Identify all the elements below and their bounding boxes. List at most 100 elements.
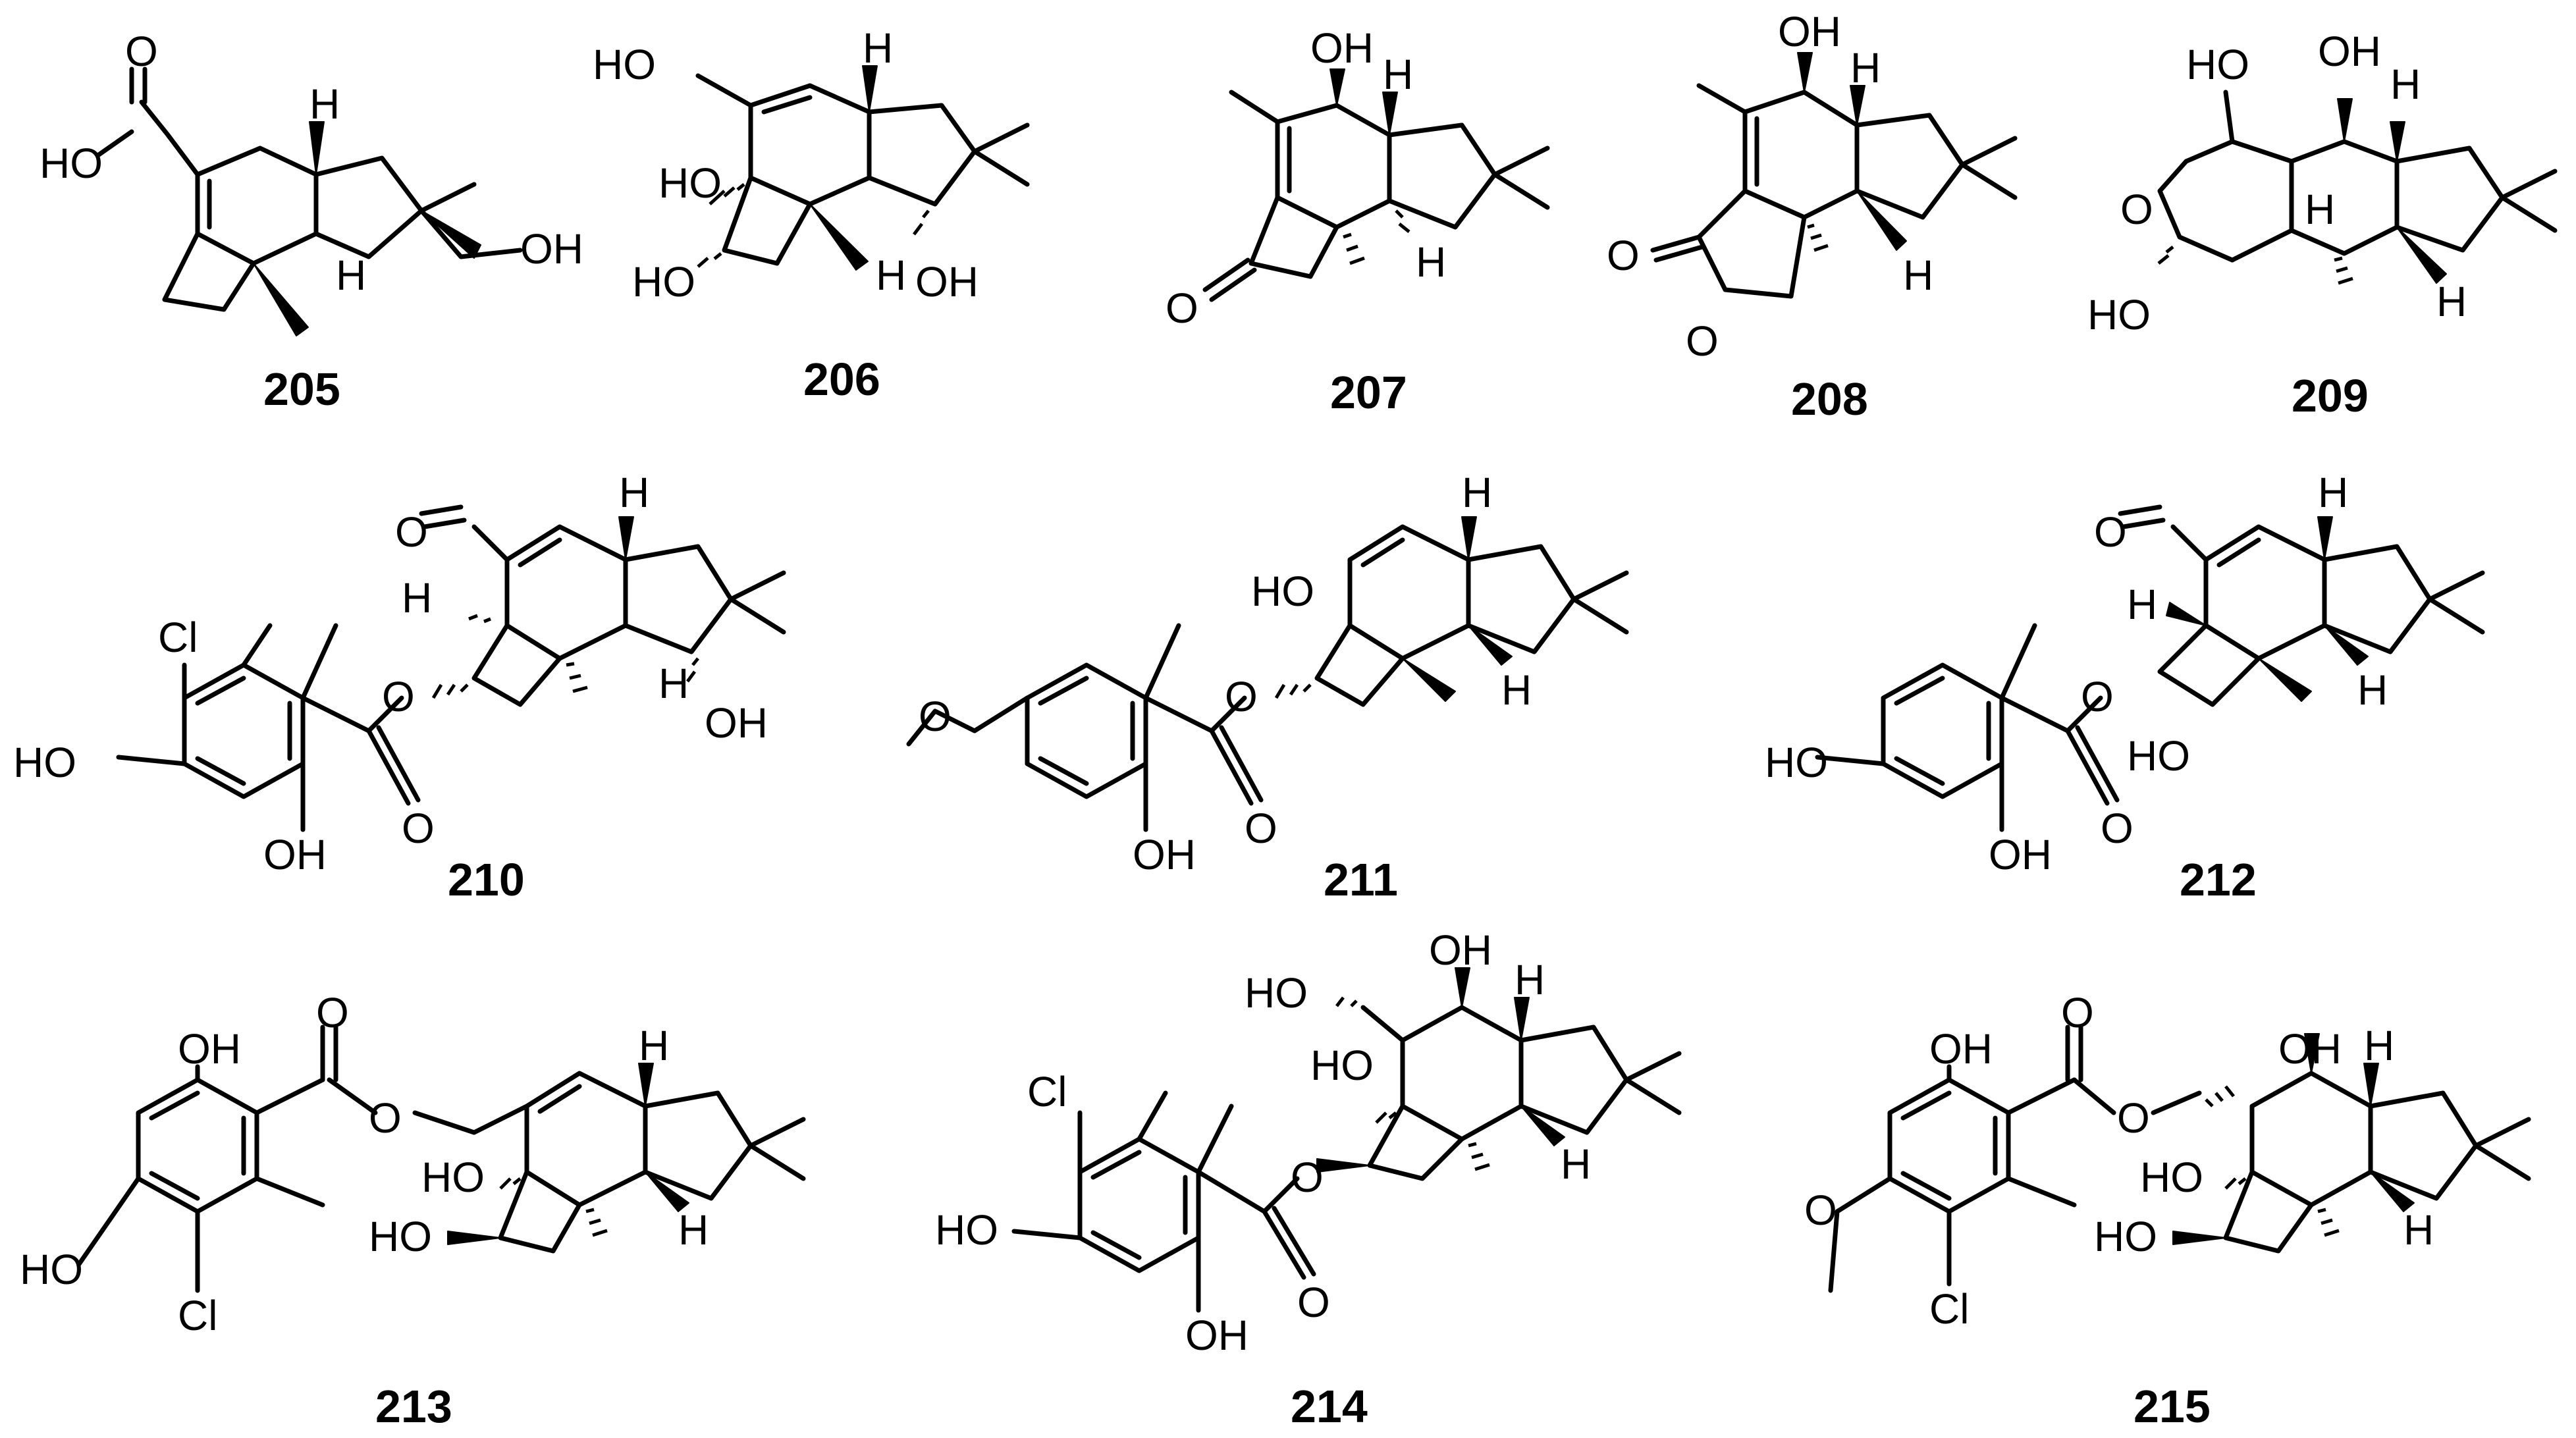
compound-210: O H H H Cl HO OH O O OH 210 <box>13 469 786 905</box>
atom-ho: HO <box>2140 1154 2203 1201</box>
atom-h: H <box>639 1022 669 1069</box>
atom-cl: Cl <box>158 614 198 661</box>
hash-bond <box>1335 996 1490 1171</box>
compound-label: 212 <box>2180 854 2257 905</box>
compound-label: 207 <box>1330 367 1407 418</box>
atom-ho: HO <box>40 140 103 187</box>
atom-h: H <box>658 660 689 707</box>
compound-211: HO H H O O O OH 211 <box>906 469 1629 905</box>
skeleton <box>76 1025 806 1293</box>
atom-oh: OH <box>520 225 583 273</box>
atom-o: O <box>2061 989 2094 1036</box>
atom-o: O <box>2120 186 2153 233</box>
wedge-bond <box>1316 1158 1370 1173</box>
atom-o: O <box>2094 508 2127 556</box>
hash-bond <box>697 183 930 268</box>
skeleton <box>906 524 1629 832</box>
wedge-bond <box>618 516 634 560</box>
atom-h: H <box>2436 278 2467 325</box>
compound-207: OH H H O 207 <box>1166 24 1550 418</box>
compound-label: 206 <box>803 354 880 405</box>
wedge-bond <box>2317 516 2333 560</box>
compound-212: O H H H HO HO O O OH 212 <box>1765 469 2485 905</box>
skeleton <box>96 67 523 312</box>
atom-oh: OH <box>1989 831 2052 878</box>
atom-ho: HO <box>2094 1213 2157 1260</box>
atom-o: O <box>1291 1154 1324 1201</box>
atom-oh: OH <box>1929 1025 1993 1073</box>
atom-h: H <box>402 574 432 622</box>
wedge-bond <box>1520 1105 1565 1146</box>
wedge-bond <box>2396 226 2447 284</box>
atom-h: H <box>2403 1206 2434 1254</box>
wedge-bond <box>1850 85 1865 126</box>
atom-o: O <box>2081 673 2114 720</box>
hash-bond <box>1343 209 1410 265</box>
compound-label: 215 <box>2133 1381 2211 1432</box>
skeleton <box>1202 90 1550 302</box>
atom-oh: OH <box>1310 24 1374 72</box>
wedge-bond <box>253 263 309 336</box>
atom-oh: OH <box>915 258 979 306</box>
atom-h: H <box>619 469 649 516</box>
atom-o: O <box>395 508 428 556</box>
atom-h: H <box>863 24 893 72</box>
atom-h: H <box>1903 252 1933 299</box>
atom-ho: HO <box>2087 291 2151 338</box>
atom-h: H <box>2318 469 2348 516</box>
wedge-bond <box>1329 68 1345 106</box>
wedge-bond <box>309 121 325 175</box>
atom-h: H <box>1561 1140 1591 1188</box>
compound-214: HO OH H HO H Cl HO O O OH 214 <box>935 926 1682 1432</box>
hash-bond <box>431 614 699 699</box>
hash-bond <box>2205 1085 2340 1237</box>
wedge-bond <box>2304 1033 2320 1074</box>
atom-o: O <box>369 1094 402 1142</box>
atom-h: H <box>2364 1022 2394 1069</box>
compound-label: 211 <box>1324 854 1398 905</box>
atom-h: H <box>1850 44 1881 92</box>
atom-h: H <box>876 252 906 299</box>
atom-o: O <box>1607 232 1640 279</box>
skeleton <box>2157 90 2558 263</box>
hash-bond <box>2157 246 2353 285</box>
atom-oh: OH <box>705 699 768 747</box>
skeleton <box>116 504 786 832</box>
wedge-bond <box>1402 658 1456 702</box>
atom-ho: HO <box>935 1206 998 1254</box>
compound-209: HO OH H H H O HO 209 <box>2087 28 2558 421</box>
compound-213: OH O O HO Cl H H HO HO 213 <box>20 989 806 1432</box>
wedge-bond <box>2324 625 2369 666</box>
atom-ho: HO <box>1765 739 1828 786</box>
compound-206: HO HO HO H H OH 206 <box>593 24 1030 405</box>
atom-h: H <box>2357 666 2388 714</box>
atom-h: H <box>1383 51 1413 98</box>
compound-215: OH O O O Cl OH H HO HO H 215 <box>1804 989 2531 1432</box>
wedge-bond <box>645 1171 689 1212</box>
atom-h: H <box>1515 956 1545 1003</box>
atom-ho: HO <box>593 41 656 88</box>
compound-208: OH H H O O 208 <box>1607 8 2018 425</box>
atom-o: O <box>1245 805 1277 852</box>
wedge-bond <box>2337 98 2353 142</box>
atom-o: O <box>919 693 952 740</box>
atom-oh: OH <box>1778 8 1841 55</box>
compound-205: O HO H H OH 205 <box>40 28 583 415</box>
atom-ho: HO <box>421 1154 485 1201</box>
atom-h: H <box>1416 238 1446 286</box>
skeleton <box>1815 504 2485 832</box>
compound-label: 205 <box>263 363 340 415</box>
atom-h: H <box>2127 581 2157 628</box>
hash-bond <box>499 1177 608 1237</box>
atom-h: H <box>678 1206 709 1254</box>
atom-oh: OH <box>178 1025 241 1073</box>
wedge-bond <box>1797 52 1813 93</box>
atom-o: O <box>1225 673 1258 720</box>
atom-ho: HO <box>1245 969 1308 1017</box>
atom-o: O <box>2117 1094 2150 1142</box>
atom-ho: HO <box>1310 1042 1374 1089</box>
atom-o: O <box>402 805 435 852</box>
atom-o: O <box>1804 1186 1837 1234</box>
atom-o: O <box>1166 284 1198 332</box>
wedge-bond <box>1461 516 1477 560</box>
